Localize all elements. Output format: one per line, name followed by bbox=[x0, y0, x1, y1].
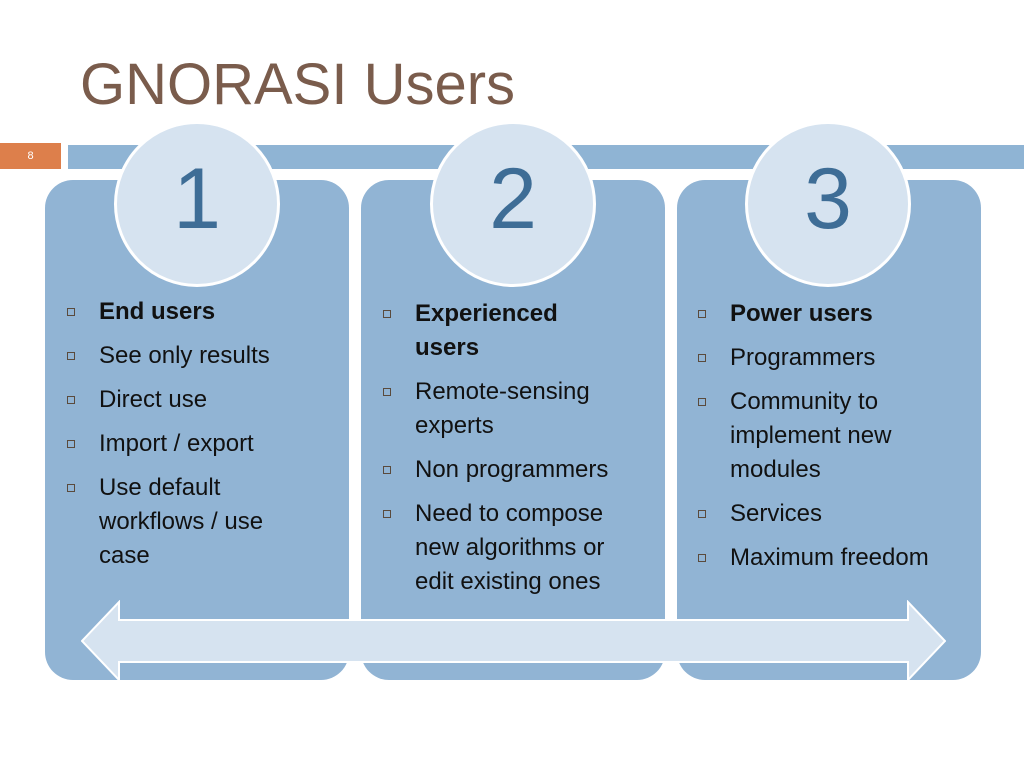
experienced-users-list: Experienced users Remote-sensing experts… bbox=[379, 297, 623, 609]
list-item-text: Community to implement new modules bbox=[730, 388, 892, 483]
hollow-square-bullet-icon bbox=[698, 398, 706, 406]
list-item-text: Maximum freedom bbox=[730, 544, 929, 571]
power-users-list: Power users Programmers Community to imp… bbox=[694, 297, 934, 585]
hollow-square-bullet-icon bbox=[67, 484, 75, 492]
hollow-square-bullet-icon bbox=[67, 396, 75, 404]
list-item: Maximum freedom bbox=[694, 541, 934, 575]
page-number-badge: 8 bbox=[0, 143, 61, 169]
double-headed-arrow-icon bbox=[81, 600, 946, 682]
list-item-text: See only results bbox=[99, 342, 270, 369]
list-item: Use default workflows / use case bbox=[63, 471, 303, 573]
hollow-square-bullet-icon bbox=[698, 310, 706, 318]
list-item: Direct use bbox=[63, 383, 303, 417]
list-item: Import / export bbox=[63, 427, 303, 461]
list-item-text: Remote-sensing experts bbox=[415, 378, 590, 439]
list-item: Programmers bbox=[694, 341, 934, 375]
list-item: Services bbox=[694, 497, 934, 531]
slide-title: GNORASI Users bbox=[80, 52, 516, 117]
list-item-text: End users bbox=[99, 298, 216, 325]
column-number-2: 2 bbox=[489, 151, 537, 247]
list-item-text: Non programmers bbox=[415, 456, 609, 483]
list-item: Power users bbox=[694, 297, 934, 331]
list-item-text: Import / export bbox=[99, 430, 254, 457]
hollow-square-bullet-icon bbox=[698, 510, 706, 518]
list-item-text: Experienced users bbox=[415, 300, 558, 361]
list-item-text: Use default workflows / use case bbox=[99, 474, 264, 569]
list-item: Remote-sensing experts bbox=[379, 375, 623, 443]
hollow-square-bullet-icon bbox=[383, 466, 391, 474]
list-item: Non programmers bbox=[379, 453, 623, 487]
hollow-square-bullet-icon bbox=[698, 354, 706, 362]
list-item: See only results bbox=[63, 339, 303, 373]
column-number-3: 3 bbox=[804, 151, 852, 247]
end-users-list: End users See only results Direct use Im… bbox=[63, 295, 303, 583]
list-item-text: Services bbox=[730, 500, 823, 527]
list-item-text: Need to compose new algorithms or edit e… bbox=[415, 500, 605, 595]
hollow-square-bullet-icon bbox=[67, 308, 75, 316]
hollow-square-bullet-icon bbox=[67, 440, 75, 448]
list-item: Need to compose new algorithms or edit e… bbox=[379, 497, 623, 599]
column-number-circle-1: 1 bbox=[114, 121, 280, 287]
column-number-circle-3: 3 bbox=[745, 121, 911, 287]
hollow-square-bullet-icon bbox=[383, 388, 391, 396]
column-number-1: 1 bbox=[173, 151, 221, 247]
hollow-square-bullet-icon bbox=[383, 310, 391, 318]
list-item-text: Programmers bbox=[730, 344, 876, 371]
hollow-square-bullet-icon bbox=[698, 554, 706, 562]
list-item-text: Direct use bbox=[99, 386, 208, 413]
list-item: Community to implement new modules bbox=[694, 385, 934, 487]
list-item: Experienced users bbox=[379, 297, 623, 365]
list-item-text: Power users bbox=[730, 300, 873, 327]
hollow-square-bullet-icon bbox=[383, 510, 391, 518]
list-item: End users bbox=[63, 295, 303, 329]
hollow-square-bullet-icon bbox=[67, 352, 75, 360]
column-number-circle-2: 2 bbox=[430, 121, 596, 287]
